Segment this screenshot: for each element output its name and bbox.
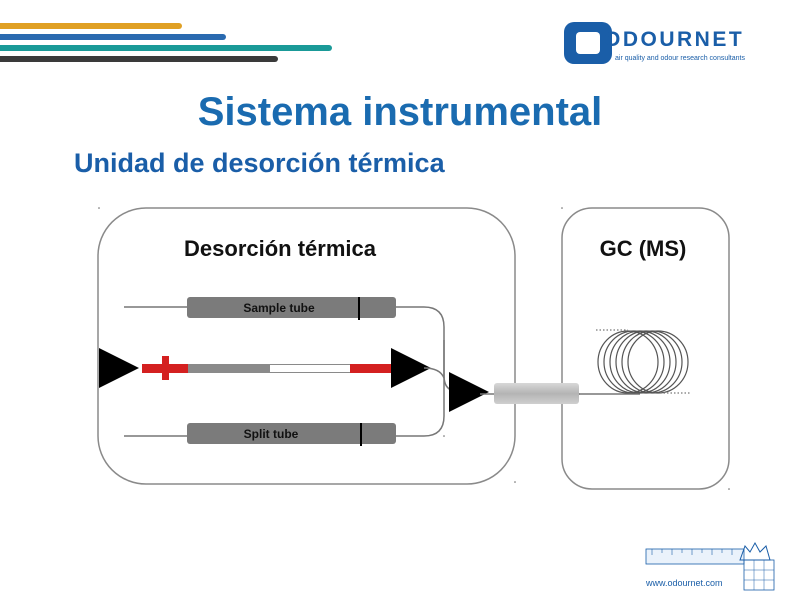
corner-dot (561, 207, 563, 209)
split-tube (187, 423, 396, 444)
corner-dot (98, 207, 100, 209)
corner-dot (514, 481, 516, 483)
logo-tagline: air quality and odour research consultan… (615, 55, 745, 62)
gc-column-coil-icon (597, 330, 689, 394)
trap-body (188, 364, 350, 373)
thermal-desorption-label: Desorción térmica (184, 236, 377, 261)
gc-ms-label: GC (MS) (600, 236, 687, 261)
slide-subtitle: Unidad de desorción térmica (74, 148, 445, 178)
footer-website-url[interactable]: www.odournet.com (646, 578, 723, 588)
header-bar-blue (0, 34, 226, 40)
split-tube-outlet-line (396, 340, 445, 437)
sample-tube (187, 297, 396, 318)
footer-ruler-illustration (645, 541, 775, 591)
header-bar-teal (0, 45, 332, 51)
trap-sorbent (270, 365, 350, 372)
corner-dot (443, 435, 445, 437)
trap-clamp (162, 356, 169, 380)
sample-tube-label: Sample tube (243, 301, 315, 315)
header-bar-orange (0, 23, 182, 29)
logo-wordmark: ODOURNET (604, 28, 745, 51)
header-bar-dark (0, 56, 278, 62)
thermal-desorption-panel (97, 207, 516, 485)
split-tube-label: Split tube (244, 427, 299, 441)
odournet-logo: ODOURNET air quality and odour research … (564, 20, 764, 70)
trap-outlet-line (423, 367, 445, 379)
logo-o-mark-icon (564, 22, 612, 64)
transfer-line-connector (494, 383, 579, 404)
gc-ms-panel (561, 207, 730, 490)
slide-title: Sistema instrumental (197, 90, 603, 134)
corner-dot (728, 488, 730, 490)
